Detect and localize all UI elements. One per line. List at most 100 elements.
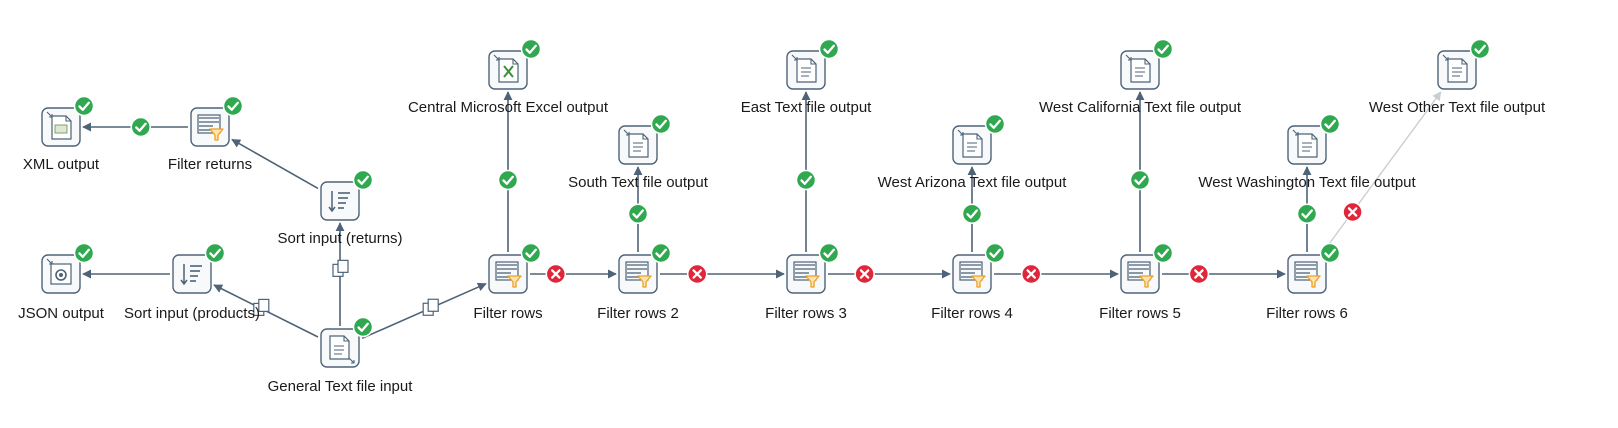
step-central-excel[interactable]: Central Microsoft Excel output xyxy=(408,38,609,117)
step-box xyxy=(320,181,360,221)
step-box xyxy=(1120,254,1160,294)
step-filter-rows-2[interactable]: Filter rows 2 xyxy=(597,242,679,323)
step-status-success-icon xyxy=(1469,38,1491,60)
step-status-success-icon xyxy=(984,113,1006,135)
filter-icon xyxy=(625,261,652,288)
step-sort-products[interactable]: Sort input (products) xyxy=(124,242,260,323)
step-label: General Text file input xyxy=(268,378,414,395)
step-status-success-icon xyxy=(650,242,672,264)
step-status-success-icon xyxy=(650,113,672,135)
step-status-success-icon xyxy=(984,242,1006,264)
step-box xyxy=(488,254,528,294)
step-status-success-icon xyxy=(1152,242,1174,264)
step-label: Sort input (products) xyxy=(124,305,260,322)
step-label: West Other Text file output xyxy=(1369,99,1546,116)
text-file-output-icon xyxy=(1292,129,1318,158)
step-label: West California Text file output xyxy=(1039,99,1242,116)
step-filter-rows-5[interactable]: Filter rows 5 xyxy=(1099,242,1181,323)
step-box xyxy=(190,107,230,147)
text-file-output-icon xyxy=(791,54,817,83)
step-general-input[interactable]: General Text file input xyxy=(268,316,414,396)
step-filter-rows[interactable]: Filter rows xyxy=(473,242,543,323)
excel-output-icon xyxy=(493,54,519,83)
step-status-success-icon xyxy=(1319,242,1341,264)
step-status-success-icon xyxy=(222,95,244,117)
step-box xyxy=(786,254,826,294)
step-label: Filter rows 6 xyxy=(1266,305,1348,322)
step-filter-rows-3[interactable]: Filter rows 3 xyxy=(765,242,847,323)
step-status-success-icon xyxy=(818,38,840,60)
hop-error-icon xyxy=(854,263,875,285)
step-label: West Arizona Text file output xyxy=(878,174,1068,191)
step-label: XML output xyxy=(23,156,100,173)
hop-success-icon xyxy=(130,116,151,138)
filter-icon xyxy=(959,261,986,288)
step-status-success-icon xyxy=(818,242,840,264)
filter-icon xyxy=(1294,261,1321,288)
copy-rows-icon xyxy=(332,259,349,277)
json-output-icon xyxy=(46,258,72,285)
xml-output-icon xyxy=(46,111,72,140)
text-file-input-icon xyxy=(329,335,355,364)
step-label: Filter returns xyxy=(168,156,252,173)
step-status-success-icon xyxy=(73,242,95,264)
step-east-text[interactable]: East Text file output xyxy=(741,38,872,117)
step-status-success-icon xyxy=(352,169,374,191)
step-label: Filter rows 2 xyxy=(597,305,679,322)
step-status-success-icon xyxy=(352,316,374,338)
step-box xyxy=(1287,254,1327,294)
step-west-arizona[interactable]: West Arizona Text file output xyxy=(878,113,1068,192)
text-file-output-icon xyxy=(957,129,983,158)
hop-success-icon xyxy=(627,203,649,224)
step-label: Central Microsoft Excel output xyxy=(408,99,609,116)
step-status-success-icon xyxy=(73,95,95,117)
hop-error-icon xyxy=(686,263,708,285)
hop-sort_returns-to-filter_returns[interactable] xyxy=(231,138,319,190)
text-file-output-icon xyxy=(623,129,649,158)
hop-success-icon xyxy=(961,203,983,224)
hop-error-icon xyxy=(1020,263,1042,285)
hop-filter_rows_6-to-west_other[interactable] xyxy=(1322,91,1442,253)
sort-icon xyxy=(328,191,350,213)
step-filter-rows-6[interactable]: Filter rows 6 xyxy=(1266,242,1348,323)
step-label: South Text file output xyxy=(568,174,709,191)
step-box xyxy=(172,254,212,294)
hop-success-icon xyxy=(795,169,817,191)
step-sort-returns[interactable]: Sort input (returns) xyxy=(277,169,403,248)
hop-success-icon xyxy=(497,169,519,191)
step-label: Filter rows 3 xyxy=(765,305,847,322)
step-status-success-icon xyxy=(204,242,226,264)
step-xml-output[interactable]: XML output xyxy=(23,95,100,174)
step-west-california[interactable]: West California Text file output xyxy=(1039,38,1242,117)
step-west-other[interactable]: West Other Text file output xyxy=(1369,38,1546,117)
text-file-output-icon xyxy=(1125,54,1151,83)
step-status-success-icon xyxy=(1319,113,1341,135)
step-status-success-icon xyxy=(1152,38,1174,60)
step-label: Filter rows 4 xyxy=(931,305,1013,322)
filter-icon xyxy=(793,261,820,288)
filter-icon xyxy=(495,261,522,288)
filter-icon xyxy=(1127,261,1154,288)
hop-markers-layer xyxy=(130,116,1363,316)
step-json-output[interactable]: JSON output xyxy=(18,242,105,323)
hop-error-icon xyxy=(545,263,567,285)
step-status-success-icon xyxy=(520,242,542,264)
hop-error-icon xyxy=(1188,263,1210,285)
step-label: East Text file output xyxy=(741,99,872,116)
text-file-output-icon xyxy=(1442,54,1468,83)
hop-success-icon xyxy=(1129,169,1151,191)
step-box xyxy=(618,254,658,294)
step-filter-returns[interactable]: Filter returns xyxy=(168,95,252,174)
step-label: West Washington Text file output xyxy=(1198,174,1416,191)
step-label: Filter rows xyxy=(473,305,542,322)
step-south-text[interactable]: South Text file output xyxy=(568,113,709,192)
step-west-washington[interactable]: West Washington Text file output xyxy=(1198,113,1416,192)
filter-icon xyxy=(197,114,224,141)
step-box xyxy=(952,254,992,294)
hops-layer xyxy=(82,91,1442,340)
hop-success-icon xyxy=(1296,203,1318,224)
step-label: Filter rows 5 xyxy=(1099,305,1181,322)
step-filter-rows-4[interactable]: Filter rows 4 xyxy=(931,242,1013,323)
